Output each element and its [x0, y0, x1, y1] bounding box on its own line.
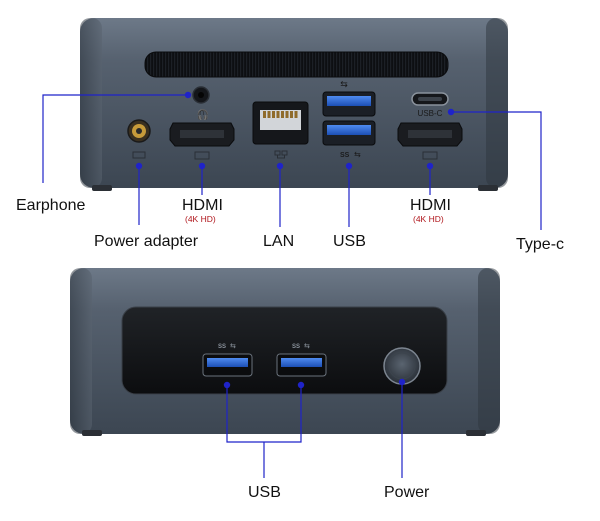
- headphone-glyph-icon: ∩: [199, 107, 205, 117]
- front-usb-port-2: SS ⇆: [276, 343, 327, 377]
- svg-text:SS: SS: [218, 344, 226, 350]
- front-view-device: SS ⇆ SS ⇆: [70, 268, 500, 436]
- label-usb-bottom: USB: [248, 484, 281, 501]
- svg-text:SS: SS: [292, 344, 300, 350]
- power-button: [383, 347, 421, 385]
- svg-text:USB-C: USB-C: [418, 109, 443, 118]
- label-hdmi-left: HDMI: [182, 197, 223, 214]
- label-type-c: Type-c: [516, 236, 565, 253]
- lan-port: [252, 101, 309, 159]
- label-earphone: Earphone: [16, 197, 86, 214]
- usb-a-stacked-ports: ⇆ SS ⇆: [322, 79, 376, 159]
- label-lan: LAN: [263, 233, 295, 250]
- svg-text:⇆: ⇆: [304, 343, 310, 350]
- label-power-adapter: Power adapter: [94, 233, 199, 250]
- svg-text:⇆: ⇆: [230, 343, 236, 350]
- vent-grille: [144, 51, 449, 78]
- rear-view-device: 🎧 ∩ ⇆: [80, 18, 508, 191]
- audio-jack: 🎧: [192, 86, 210, 121]
- svg-text:⇆: ⇆: [354, 150, 361, 159]
- usb-c-port: USB-C: [411, 92, 449, 118]
- hdmi-port-right: [397, 122, 463, 160]
- label-hdmi-right-resolution: (4K HD): [413, 214, 444, 224]
- hdmi-port-left: ∩: [169, 107, 235, 160]
- svg-text:SS: SS: [340, 152, 350, 159]
- top-callout-lines: [42, 94, 542, 230]
- bottom-callout-dots: [223, 378, 406, 389]
- svg-text:🎧: 🎧: [197, 108, 209, 121]
- front-usb-port-1: SS ⇆: [202, 343, 253, 377]
- network-glyph-icon: [274, 150, 288, 159]
- label-power: Power: [384, 484, 430, 501]
- dc-power-jack: [127, 119, 151, 159]
- top-callout-dots: [135, 91, 455, 170]
- label-usb-top: USB: [333, 233, 366, 250]
- label-hdmi-right: HDMI: [410, 197, 451, 214]
- svg-text:⇆: ⇆: [340, 79, 348, 89]
- label-hdmi-left-resolution: (4K HD): [185, 214, 216, 224]
- bottom-callout-lines: [226, 382, 403, 478]
